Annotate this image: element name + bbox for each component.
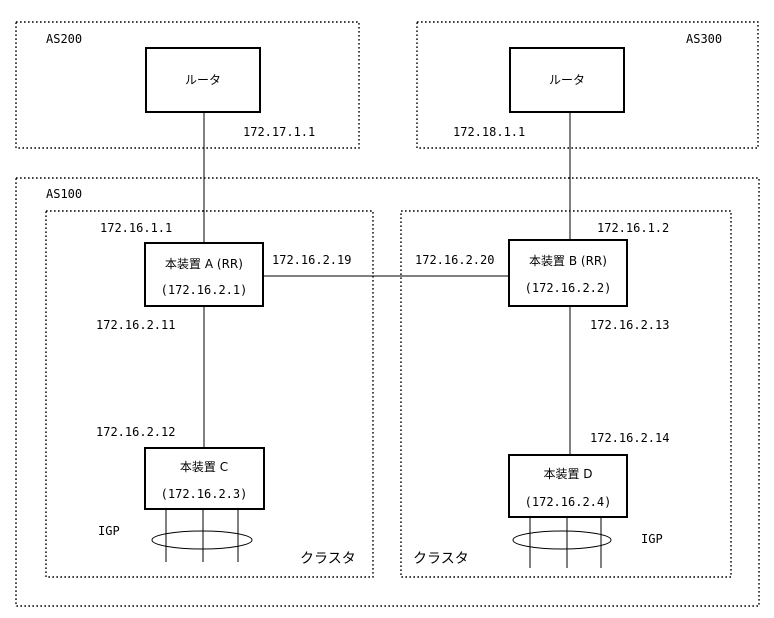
as200-label: AS200 [46, 32, 82, 46]
device-a-link-c-ip: 172.16.2.11 [96, 318, 175, 332]
as200-region [15, 21, 360, 149]
device-b-link-d-ip: 172.16.2.13 [590, 318, 669, 332]
as300-router-box [509, 47, 625, 113]
cluster-left-label: クラスタ [300, 551, 356, 567]
device-a-name: 本装置 A (RR) [165, 257, 243, 271]
device-d-link-b-ip: 172.16.2.14 [590, 431, 669, 445]
device-b-ip: (172.16.2.2) [525, 281, 612, 295]
device-d-box [508, 454, 628, 518]
as300-region [416, 21, 759, 149]
device-c-name: 本装置 C [180, 460, 228, 474]
cluster-right-region [400, 210, 732, 578]
device-c-link-a-ip: 172.16.2.12 [96, 425, 175, 439]
igp-c-symbol [151, 509, 253, 562]
as100-label: AS100 [46, 187, 82, 201]
cluster-right-label: クラスタ [413, 551, 469, 567]
device-a-uplink-ip: 172.16.1.1 [100, 221, 172, 235]
as100-region [15, 177, 760, 607]
as300-router-ip: 172.18.1.1 [453, 125, 525, 139]
as200-router-label: ルータ [185, 73, 221, 87]
device-c-box [144, 447, 265, 510]
device-b-box [508, 239, 628, 307]
cluster-left-region [45, 210, 374, 578]
device-d-name: 本装置 D [543, 467, 592, 481]
as200-router-ip: 172.17.1.1 [243, 125, 315, 139]
device-a-ip: (172.16.2.1) [161, 283, 248, 297]
igp-d-symbol [512, 517, 612, 568]
device-b-link-a-ip: 172.16.2.20 [415, 253, 494, 267]
as300-router-label: ルータ [549, 73, 585, 87]
device-c-ip: (172.16.2.3) [161, 487, 248, 501]
device-a-link-b-ip: 172.16.2.19 [272, 253, 351, 267]
device-a-box [144, 242, 264, 307]
device-d-ip: (172.16.2.4) [525, 495, 612, 509]
as300-label: AS300 [686, 32, 722, 46]
device-b-uplink-ip: 172.16.1.2 [597, 221, 669, 235]
as200-router-box [145, 47, 261, 113]
igp-d-label: IGP [641, 532, 663, 546]
device-b-name: 本装置 B (RR) [529, 254, 607, 268]
igp-c-label: IGP [98, 524, 120, 538]
